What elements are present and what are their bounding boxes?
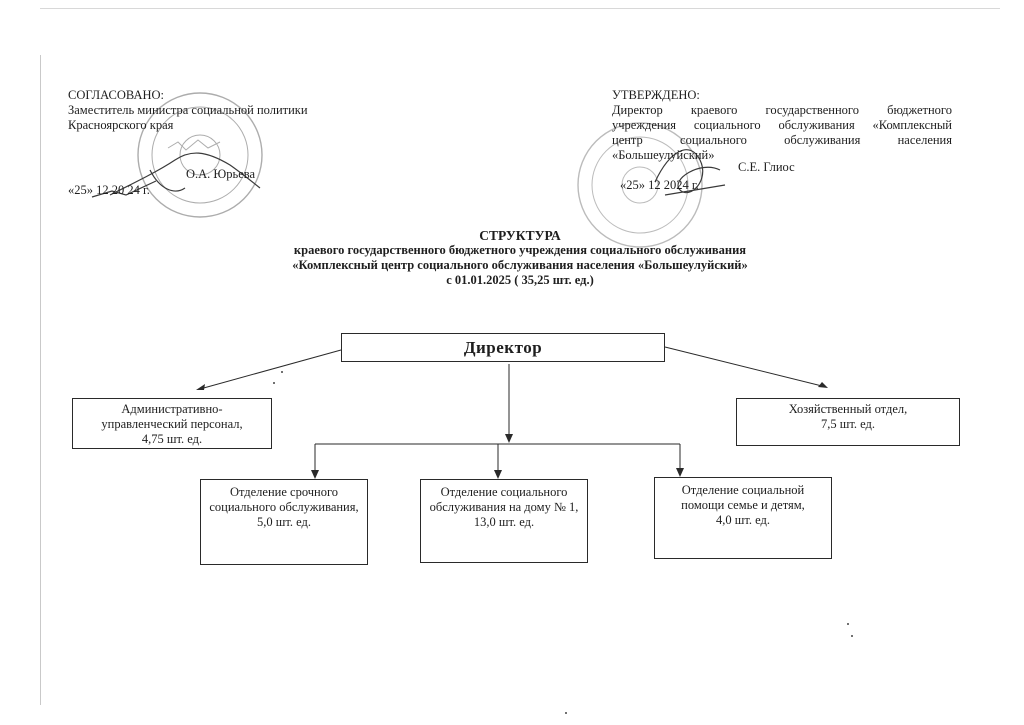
agreed-signer-name: О.А. Юрьева: [186, 167, 256, 181]
approved-position-line3: центр социального обслуживания населения: [612, 133, 952, 147]
maintenance-department-box: Хозяйственный отдел, 7,5 шт. ед.: [736, 398, 960, 446]
document-title: СТРУКТУРА: [479, 228, 561, 243]
director-label: Директор: [463, 338, 543, 357]
director-box: Директор: [341, 333, 665, 362]
home-care-box: Отделение социального обслуживания на до…: [420, 479, 588, 563]
admin-line1: Административно-: [121, 402, 223, 416]
agreed-position-line1: Заместитель министра социальной политики: [68, 103, 308, 117]
family-line2: помощи семье и детям,: [681, 498, 805, 512]
connector-director-hoz: [664, 346, 827, 388]
family-assistance-box: Отделение социальной помощи семье и детя…: [654, 477, 832, 559]
agreed-date: «25» 12 20 24 г.: [68, 183, 150, 197]
agreed-block: СОГЛАСОВАНО: Заместитель министра социал…: [68, 88, 308, 133]
hoz-line2: 7,5 шт. ед.: [820, 417, 876, 431]
title-line2: «Комплексный центр социального обслужива…: [292, 258, 748, 272]
family-line1: Отделение социальной: [681, 483, 805, 497]
approved-signature-row: С.Е. Глиос «25» 12 2024 г.: [612, 160, 822, 194]
title-line1: краевого государственного бюджетного учр…: [293, 243, 747, 257]
left-signature: [91, 152, 261, 198]
approved-date: «25» 12 2024 г.: [620, 178, 699, 192]
urgent-line3: 5,0 шт. ед.: [256, 515, 312, 529]
hoz-line1: Хозяйственный отдел,: [788, 402, 908, 416]
document-title-block: СТРУКТУРА краевого государственного бюдж…: [200, 228, 840, 288]
admin-line2: управленческий персонал,: [101, 417, 243, 431]
arrow-urgent: [311, 470, 319, 479]
homecare-line1: Отделение социального: [440, 485, 568, 499]
urgent-line2: социального обслуживания,: [209, 500, 359, 514]
approved-heading: УТВЕРЖДЕНО:: [612, 88, 700, 102]
agreed-position-line2: Красноярского края: [68, 118, 174, 132]
approved-signer-name: С.Е. Глиос: [738, 160, 795, 174]
arrow-family: [676, 468, 684, 477]
urgent-service-box: Отделение срочного социального обслужива…: [200, 479, 368, 565]
scan-left-edge: [40, 55, 41, 705]
left-stamp: [137, 92, 263, 218]
agreed-signature-row: О.А. Юрьева «25» 12 20 24 г.: [68, 167, 268, 197]
arrow-homecare: [494, 470, 502, 479]
family-line3: 4,0 шт. ед.: [715, 513, 771, 527]
approved-position-line2: учреждения социального обслуживания «Ком…: [612, 118, 952, 132]
right-stamp: [577, 122, 703, 248]
homecare-line3: 13,0 шт. ед.: [473, 515, 535, 529]
arrow-admin: [196, 384, 205, 390]
approved-position-line1: Директор краевого государственного бюдже…: [612, 103, 952, 117]
chart-connectors: [199, 346, 827, 471]
right-signature: [654, 149, 726, 196]
connector-director-admin: [199, 349, 342, 390]
arrow-down: [505, 434, 513, 443]
agreed-heading: СОГЛАСОВАНО:: [68, 88, 165, 102]
scan-specks: [273, 371, 853, 714]
admin-line3: 4,75 шт. ед.: [141, 432, 203, 446]
homecare-line2: обслуживания на дому № 1,: [429, 500, 579, 514]
approved-block: УТВЕРЖДЕНО: Директор краевого государств…: [612, 88, 952, 163]
admin-staff-box: Административно- управленческий персонал…: [72, 398, 272, 449]
title-line3: с 01.01.2025 ( 35,25 шт. ед.): [446, 273, 594, 287]
chart-arrowheads: [196, 382, 828, 479]
urgent-line1: Отделение срочного: [229, 485, 339, 499]
arrow-hoz: [818, 382, 828, 388]
scan-top-edge: [40, 8, 1000, 9]
approved-position-line4: «Большеулуйский»: [612, 148, 715, 162]
